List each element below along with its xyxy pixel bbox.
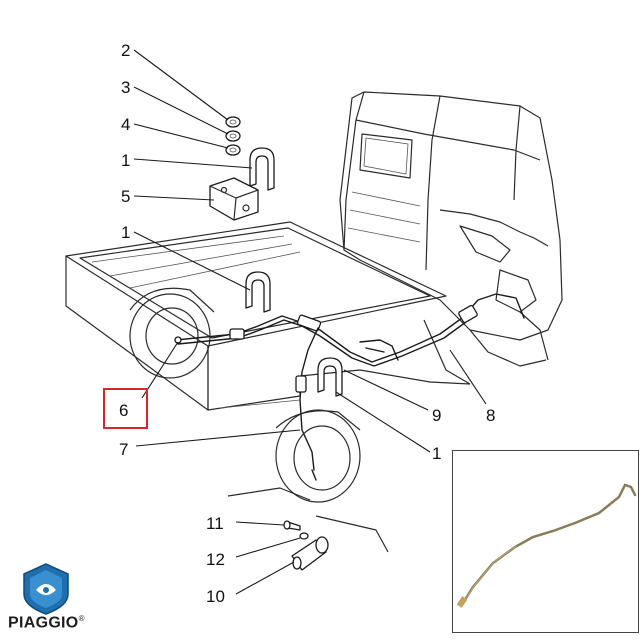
callout-1-front: 1 — [432, 444, 441, 463]
callout-2: 2 — [121, 41, 130, 60]
callout-5: 5 — [121, 187, 130, 206]
cargo-bed — [65, 221, 471, 503]
callout-3: 3 — [121, 78, 130, 97]
callout-4: 4 — [121, 115, 130, 134]
vehicle-cab — [339, 91, 563, 385]
callout-8: 8 — [486, 406, 495, 425]
callout-11: 11 — [206, 514, 224, 533]
banjo-fitting — [291, 536, 329, 571]
callout-1-top: 1 — [121, 151, 130, 170]
highlight-part-6-box — [103, 388, 148, 429]
part-photo-inset — [452, 450, 639, 633]
u-clip-top — [249, 147, 275, 191]
u-clip-bed — [245, 271, 271, 313]
cable-photo — [456, 483, 637, 608]
nut-washer-set — [225, 116, 241, 156]
callout-1-bed: 1 — [121, 223, 130, 242]
piaggio-logo-icon — [23, 563, 69, 615]
brake-cable-assembly — [174, 293, 525, 481]
callout-6: 6 — [119, 401, 128, 420]
callout-labels: 2 3 4 1 5 1 6 7 9 8 1 11 12 10 — [119, 41, 495, 606]
u-clip-front — [317, 357, 343, 397]
callout-7: 7 — [119, 440, 128, 459]
callout-10: 10 — [206, 587, 225, 606]
brand-name: PIAGGIO® — [8, 614, 85, 632]
callout-9: 9 — [432, 406, 441, 425]
screw — [283, 520, 301, 531]
leader-lines — [133, 49, 487, 595]
sealing-washer — [299, 532, 309, 540]
callout-12: 12 — [206, 550, 225, 569]
bracket-block — [209, 177, 259, 221]
